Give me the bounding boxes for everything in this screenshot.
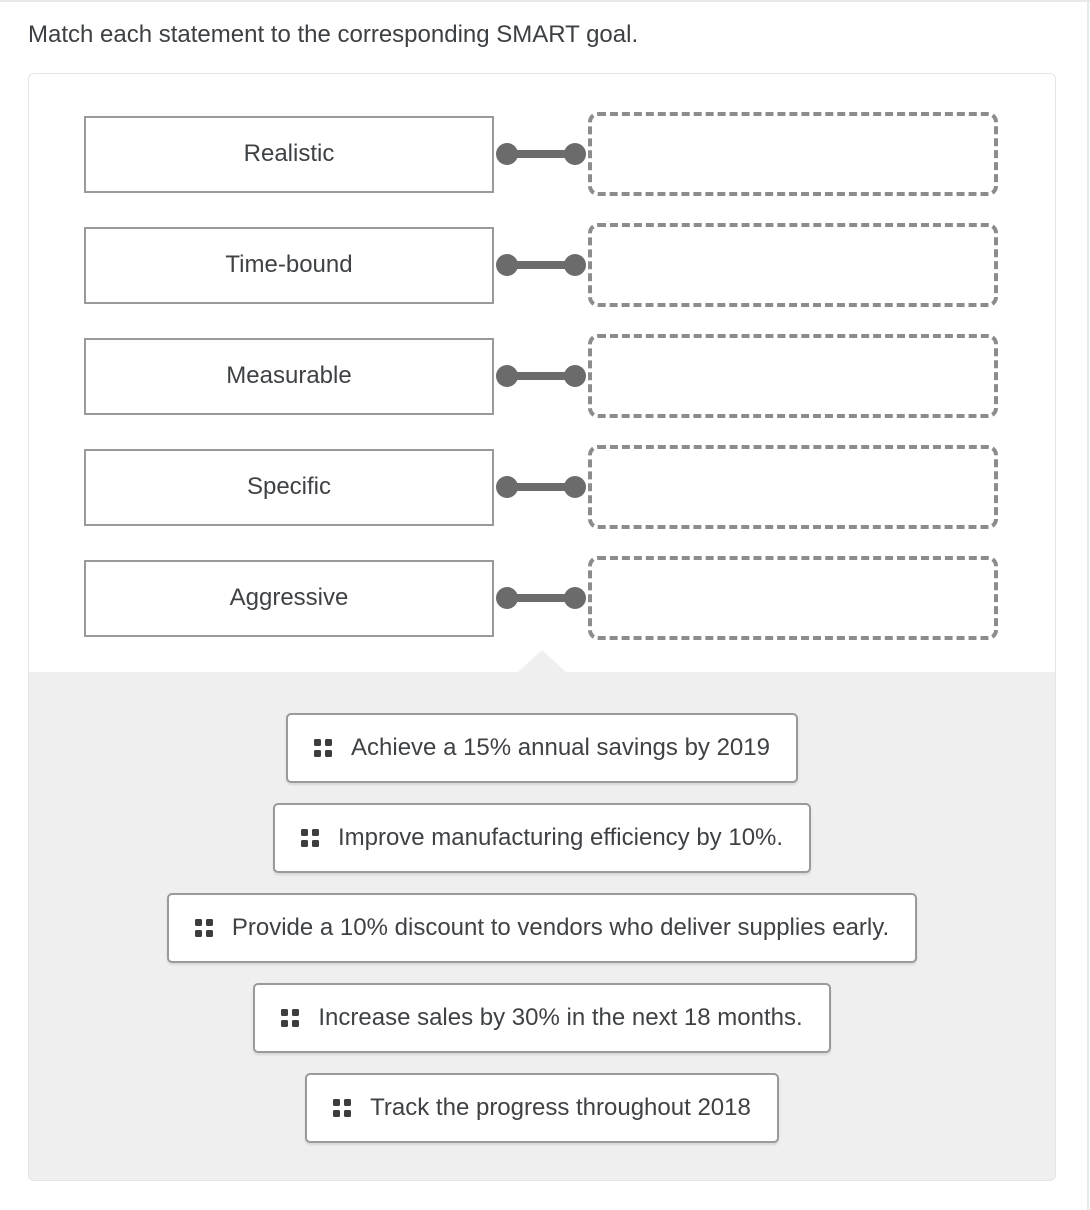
bank-chip-label: Track the progress throughout 2018 — [370, 1094, 751, 1121]
term-box-specific: Specific — [84, 448, 494, 526]
drag-handle-icon — [314, 739, 333, 757]
match-row-time-bound: Time-bound — [84, 223, 1055, 307]
bank-chip[interactable]: Track the progress throughout 2018 — [305, 1073, 779, 1143]
bank-chip[interactable]: Increase sales by 30% in the next 18 mon… — [253, 983, 831, 1053]
drag-handle-icon — [333, 1099, 352, 1117]
term-box-time-bound: Time-bound — [84, 226, 494, 304]
bank-chip-label: Improve manufacturing efficiency by 10%. — [337, 824, 784, 851]
bank-chip-label: Achieve a 15% annual savings by 2019 — [351, 734, 770, 761]
connector-icon — [496, 364, 586, 388]
match-row-realistic: Realistic — [84, 112, 1055, 196]
connector-icon — [496, 253, 586, 277]
drop-zone-time-bound[interactable] — [588, 223, 998, 307]
connector-icon — [496, 475, 586, 499]
term-box-aggressive: Aggressive — [84, 559, 494, 637]
connector-icon — [496, 586, 586, 610]
match-row-specific: Specific — [84, 445, 1055, 529]
page-right-border — [1087, 0, 1089, 1210]
drop-zone-realistic[interactable] — [588, 112, 998, 196]
answer-bank: Achieve a 15% annual savings by 2019 Imp… — [29, 650, 1055, 1180]
page-top-border — [0, 0, 1090, 2]
drop-zone-aggressive[interactable] — [588, 556, 998, 640]
drop-zone-specific[interactable] — [588, 445, 998, 529]
match-area: Realistic Time-bound Measurable Specific — [29, 74, 1055, 640]
bank-chip-label: Increase sales by 30% in the next 18 mon… — [318, 1004, 803, 1031]
bank-chip[interactable]: Achieve a 15% annual savings by 2019 — [286, 713, 798, 783]
term-box-measurable: Measurable — [84, 337, 494, 415]
drop-zone-measurable[interactable] — [588, 334, 998, 418]
drag-handle-icon — [300, 829, 319, 847]
bank-notch-triangle — [518, 650, 566, 672]
bank-chip[interactable]: Improve manufacturing efficiency by 10%. — [272, 803, 812, 873]
match-row-aggressive: Aggressive — [84, 556, 1055, 640]
matching-question-card: Realistic Time-bound Measurable Specific — [28, 73, 1056, 1181]
bank-chip-label: Provide a 10% discount to vendors who de… — [231, 914, 890, 941]
drag-handle-icon — [194, 919, 213, 937]
bank-chip[interactable]: Provide a 10% discount to vendors who de… — [166, 893, 918, 963]
match-row-measurable: Measurable — [84, 334, 1055, 418]
question-prompt: Match each statement to the correspondin… — [28, 21, 639, 48]
term-box-realistic: Realistic — [84, 115, 494, 193]
drag-handle-icon — [281, 1009, 300, 1027]
connector-icon — [496, 142, 586, 166]
